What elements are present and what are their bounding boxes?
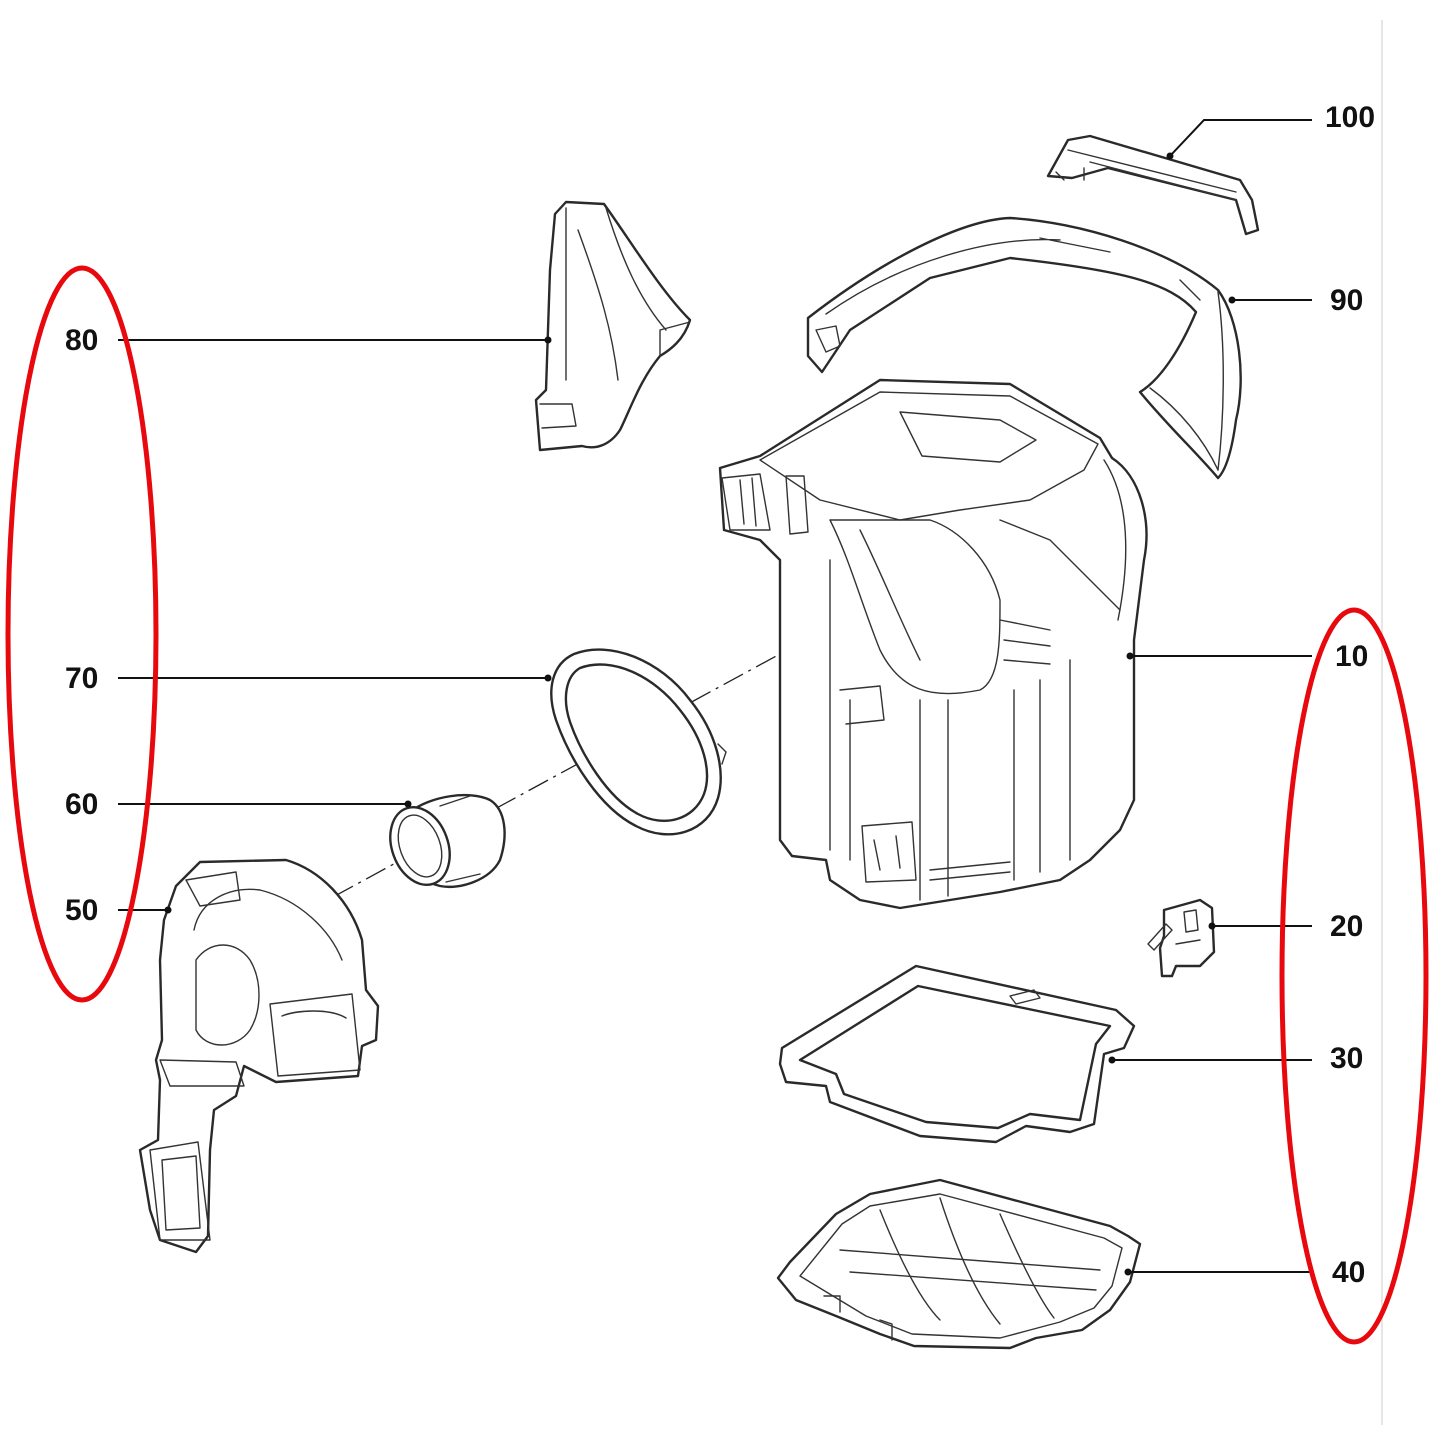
- callout-20: 20: [1330, 910, 1363, 943]
- part-30-flat-gasket[interactable]: [778, 964, 1136, 1144]
- part-50-duct-nozzle[interactable]: [138, 858, 380, 1254]
- callout-80: 80: [65, 324, 98, 357]
- leader-dot-40: [1124, 1268, 1132, 1276]
- part-10-main-housing[interactable]: [718, 378, 1148, 910]
- part-20-clip[interactable]: [1147, 898, 1216, 978]
- part-100-handle[interactable]: [1046, 134, 1260, 236]
- callout-60: 60: [65, 788, 98, 821]
- callout-10: 10: [1335, 640, 1368, 673]
- leader-dot-50: [164, 906, 172, 914]
- leader-dot-90: [1228, 296, 1236, 304]
- callout-90: 90: [1330, 284, 1363, 317]
- leader-dot-70: [544, 674, 552, 682]
- callout-100: 100: [1325, 101, 1375, 134]
- part-90-top-cover[interactable]: [806, 216, 1242, 480]
- callout-50: 50: [65, 894, 98, 927]
- leader-lines: [118, 119, 1312, 1276]
- part-80-side-panel[interactable]: [534, 200, 692, 452]
- part-70-gasket-ring[interactable]: [550, 648, 727, 836]
- leader-dot-10: [1126, 652, 1134, 660]
- leader-dot-30: [1108, 1056, 1116, 1064]
- leader-dot-100: [1166, 152, 1174, 160]
- leader-dot-80: [544, 336, 552, 344]
- callout-labels: 100 90 80 70 60 50 10 20 30 40: [65, 101, 1375, 1289]
- callout-40: 40: [1332, 1256, 1365, 1289]
- part-40-bottom-tray[interactable]: [776, 1178, 1142, 1350]
- part-60-filter-cylinder[interactable]: [380, 793, 506, 893]
- highlight-ellipse-left: [5, 265, 159, 1003]
- highlight-ellipse-right: [1279, 607, 1429, 1345]
- leader-dot-60: [404, 800, 412, 808]
- callout-30: 30: [1330, 1042, 1363, 1075]
- leader-dot-20: [1208, 922, 1216, 930]
- callout-70: 70: [65, 662, 98, 695]
- leader-line-100: [1169, 119, 1312, 157]
